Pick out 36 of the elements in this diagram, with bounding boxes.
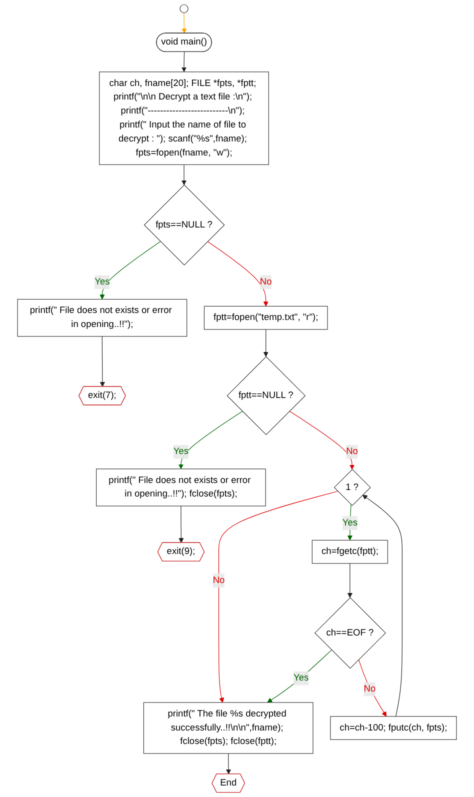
node-box: char ch, fname[20]; FILE *fpts, *fptt; printf("\n\n Decrypt a text file :\n"); printf("--------------------------\n"); printf(" Input the name of file to decrypt : "); scanf("%s",fname); fpts=fopen(fname, "w"); [99, 72, 269, 165]
node-diamond: fpts==NULL ? [144, 184, 225, 266]
arrow [358, 659, 387, 717]
node-box: printf(" File does not exists or error in opening..!!"); [17, 298, 188, 337]
edge-label: No [346, 446, 358, 456]
arrow [347, 504, 352, 540]
arrow [207, 241, 268, 306]
node-box: printf(" The file %s decrypted successfully..!!\n\n",fname); fclose(fpts); fclose(fptt); [143, 702, 314, 754]
arrow [218, 490, 338, 703]
node-box: ch=ch-100; fputc(ch, fpts); [330, 716, 457, 740]
arrow [226, 753, 232, 774]
edge-label: Yes [342, 518, 358, 528]
arrow [267, 650, 332, 703]
arrow [100, 241, 161, 300]
node-box: ch=fgetc(fptt); [312, 540, 388, 564]
edge-label: No [260, 276, 272, 287]
node-diamond: 1 ? [334, 469, 371, 506]
arrow [182, 12, 187, 34]
arrow [100, 336, 105, 387]
node-box: printf(" File does not exists or error in opening..!!"); fclose(fpts); [96, 468, 266, 506]
node-diamond: ch==EOF ? [314, 597, 386, 669]
arrow [263, 329, 268, 357]
arrow [362, 494, 402, 717]
arrow [181, 52, 187, 72]
node-box: fptt=fopen("temp.txt", "r"); [204, 306, 328, 330]
arrow [289, 410, 355, 470]
edge-label: No [212, 575, 225, 586]
edge-label: Yes [94, 276, 110, 287]
edge-label: Yes [173, 446, 189, 456]
edge-label: No [364, 684, 376, 694]
node-diamond: fptt==NULL ? [226, 356, 306, 436]
edge-label: Yes [294, 673, 309, 683]
arrow [347, 563, 352, 598]
arrow [178, 506, 184, 544]
arrow [178, 410, 243, 470]
arrow [181, 164, 187, 186]
